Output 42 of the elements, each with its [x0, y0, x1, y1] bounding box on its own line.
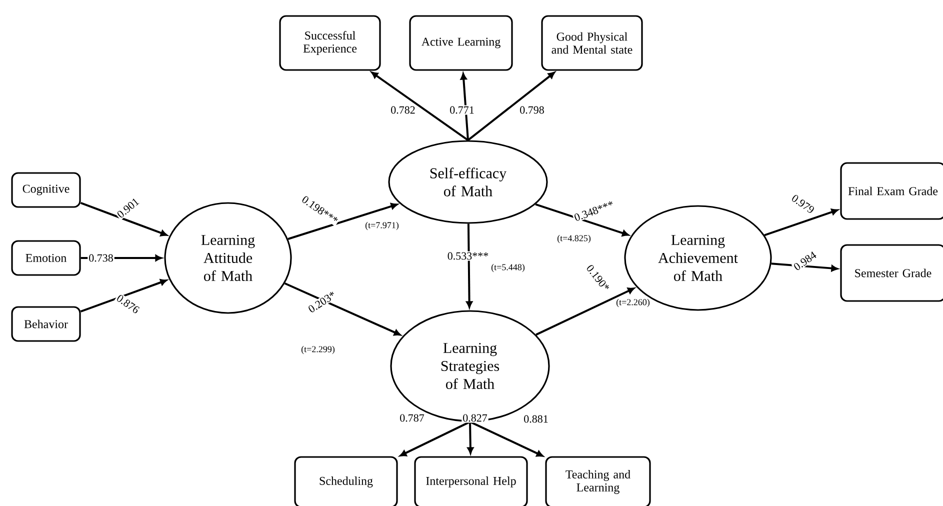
edge-label: 0.984 — [791, 249, 819, 273]
indicator-box: Emotion — [11, 240, 81, 276]
edge-label: 0.881 — [522, 414, 550, 424]
arrow — [764, 208, 838, 236]
edge-label: 0.876 — [114, 292, 142, 316]
edge-label: 0.533*** — [446, 251, 490, 261]
indicator-box: Teaching and Learning — [545, 456, 651, 506]
edge-label: 0.738 — [88, 253, 114, 263]
edge-label: 0.771 — [448, 105, 476, 115]
indicator-box: Successful Experience — [279, 15, 381, 71]
arrow — [284, 282, 401, 336]
arrow — [400, 420, 470, 456]
arrow — [536, 288, 634, 336]
arrow — [467, 422, 474, 454]
indicator-box: Semester Grade — [840, 244, 943, 302]
arrow — [460, 73, 469, 140]
t-value-label: (t=2.299) — [302, 346, 335, 354]
t-value-label: (t=4.825) — [557, 234, 591, 244]
indicator-box: Active Learning — [409, 15, 513, 71]
edge-label: 0.787 — [398, 413, 426, 423]
edge-label: 0.782 — [390, 105, 416, 115]
arrow — [771, 262, 838, 272]
arrow — [470, 420, 544, 457]
arrow — [535, 203, 629, 236]
indicator-box: Good Physical and Mental state — [541, 15, 643, 71]
arrow — [80, 279, 167, 312]
arrow — [288, 202, 398, 240]
indicator-box: Interpersonal Help — [414, 456, 528, 506]
t-value-label: (t=2.260) — [616, 298, 650, 308]
arrow — [371, 72, 469, 142]
edge-label: 0.798 — [518, 105, 546, 115]
indicator-box: Cognitive — [11, 172, 81, 208]
arrow — [80, 202, 168, 236]
arrow — [467, 72, 555, 141]
t-value-label: (t=7.971) — [366, 222, 399, 230]
arrow — [466, 224, 472, 308]
t-value-label: (t=5.448) — [491, 264, 525, 272]
edge-label: 0.979 — [789, 192, 817, 216]
edge-label: 0.827 — [462, 413, 488, 423]
indicator-box: Scheduling — [294, 456, 398, 506]
indicator-box: Behavior — [11, 306, 81, 342]
indicator-box: Final Exam Grade — [840, 162, 943, 220]
